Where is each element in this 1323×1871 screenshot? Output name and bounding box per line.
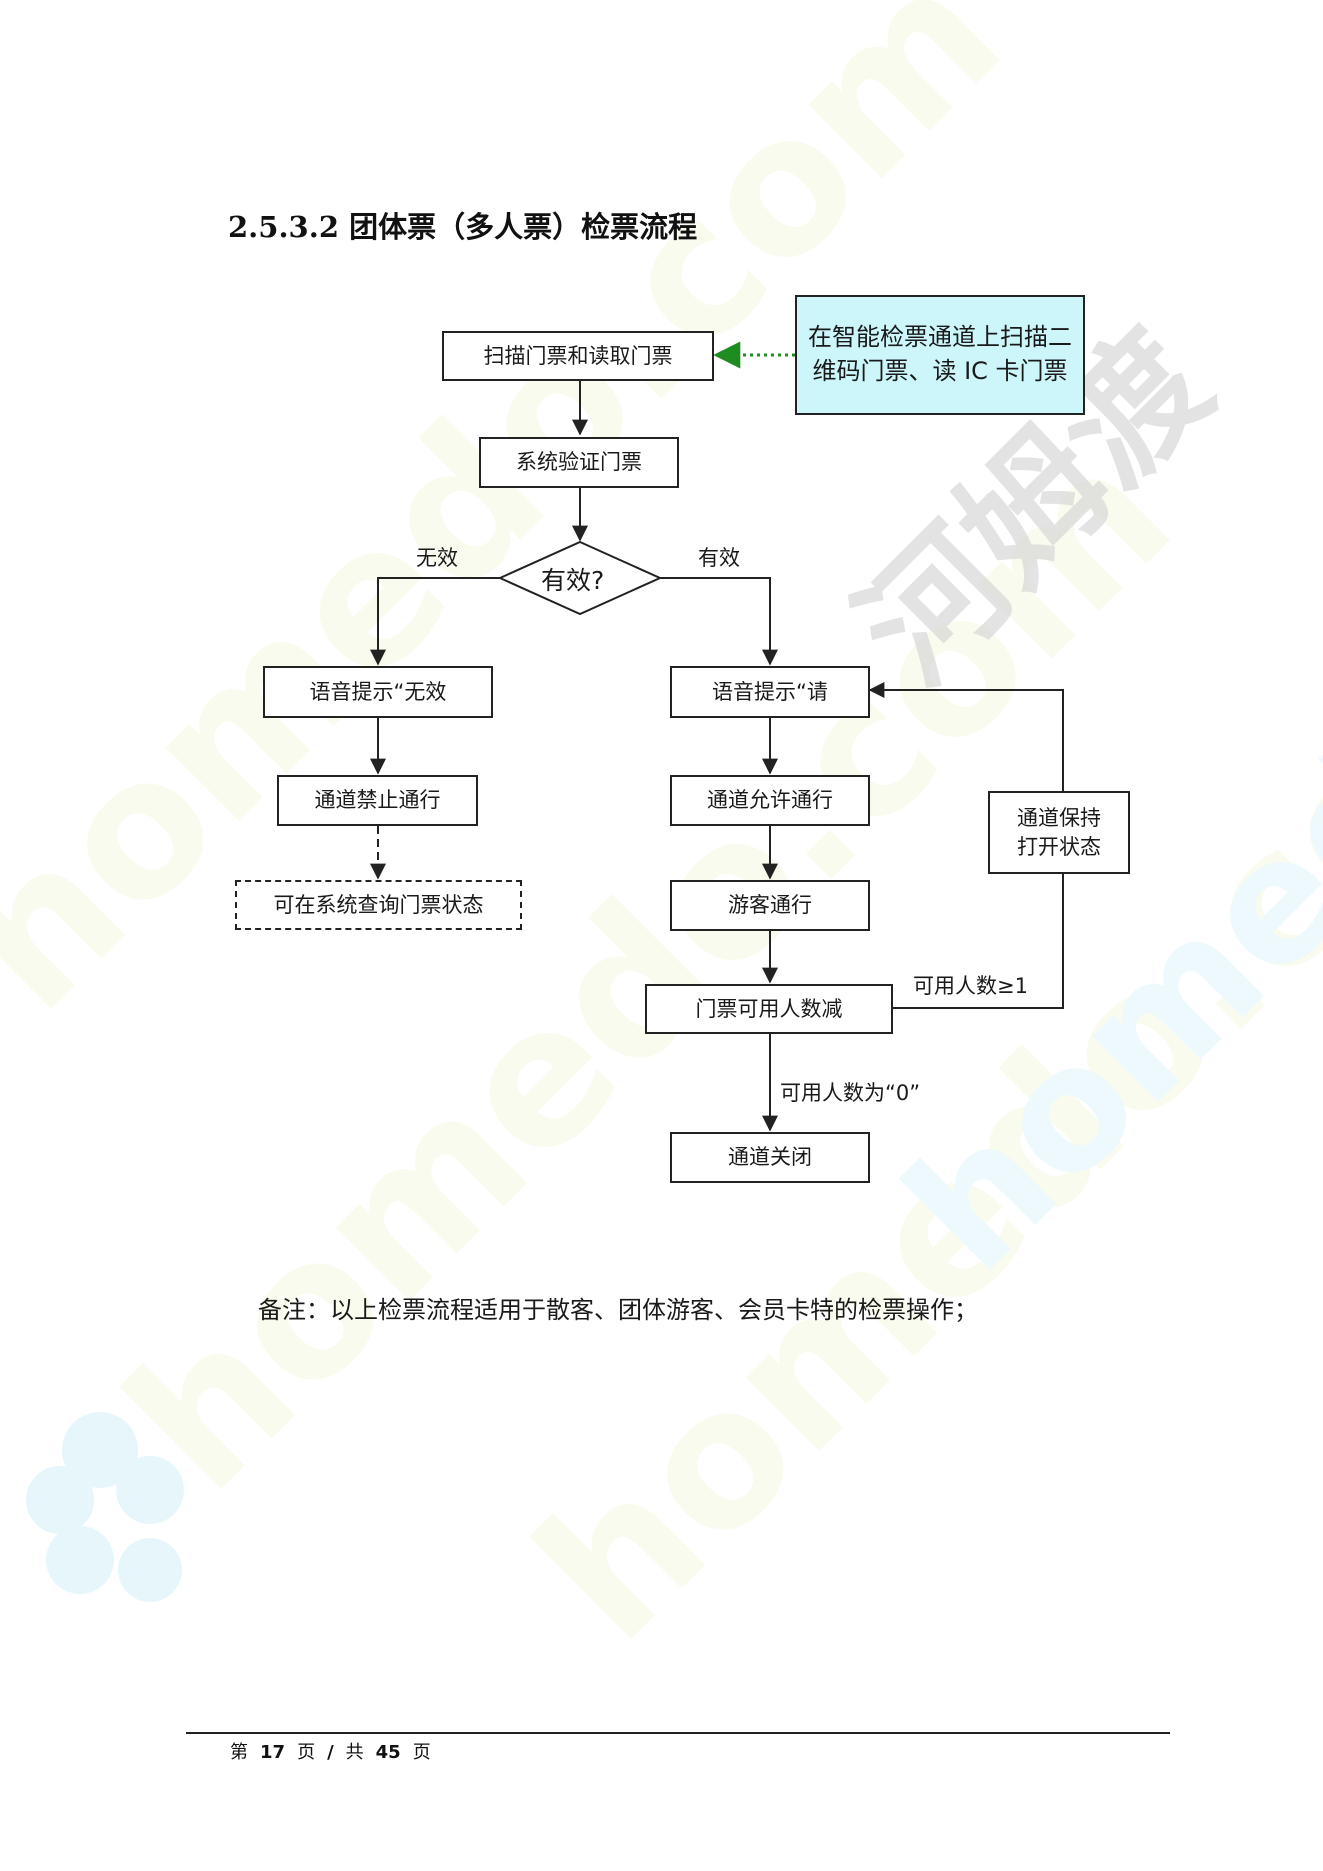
edge-label-available-zero: 可用人数为“0” [780,1081,921,1105]
footer-prefix: 第 [230,1742,248,1763]
node-query-status: 可在系统查询门票状态 [235,880,522,930]
footer-separator: / [327,1742,334,1763]
footer-page-unit: 页 [297,1742,316,1763]
remark-text: 备注：以上检票流程适用于散客、团体游客、会员卡特的检票操作； [258,1296,978,1324]
arrow-loop-keep-open [893,874,1064,1009]
node-voice-invalid: 语音提示“无效 [263,666,493,718]
decision-diamond [497,540,663,616]
node-gate-close: 通道关闭 [670,1132,870,1183]
footer-total-prefix: 共 [345,1742,364,1763]
node-voice-valid: 语音提示“请 [670,666,870,718]
footer-divider [186,1732,1170,1734]
node-gate-allow: 通道允许通行 [670,775,870,826]
page-footer: 第 17 页 / 共 45 页 [230,1738,443,1764]
node-keep-open: 通道保持打开状态 [988,791,1130,874]
edge-label-invalid: 无效 [416,546,458,570]
footer-total-unit: 页 [412,1742,431,1763]
node-visitor-pass: 游客通行 [670,880,870,931]
scan-instruction-note: 在智能检票通道上扫描二维码门票、读 IC 卡门票 [795,295,1085,415]
edge-label-valid: 有效 [698,546,740,570]
node-gate-forbid: 通道禁止通行 [277,775,478,826]
node-scan-ticket: 扫描门票和读取门票 [442,331,714,381]
node-system-verify: 系统验证门票 [479,437,679,488]
node-count-decrease: 门票可用人数减 [645,984,893,1034]
node-decision-valid: 有效? [541,566,605,595]
edge-label-available-ge-1: 可用人数≥1 [913,974,1028,998]
section-title: 2.5.3.2 团体票（多人票）检票流程 [228,210,698,244]
footer-page-number: 17 [260,1742,286,1763]
footer-total-pages: 45 [375,1742,401,1763]
arrow-decision-to-invalid [370,577,500,666]
arrow-keep-open-to-voice [868,682,1064,791]
arrow-decision-to-valid [660,577,778,666]
